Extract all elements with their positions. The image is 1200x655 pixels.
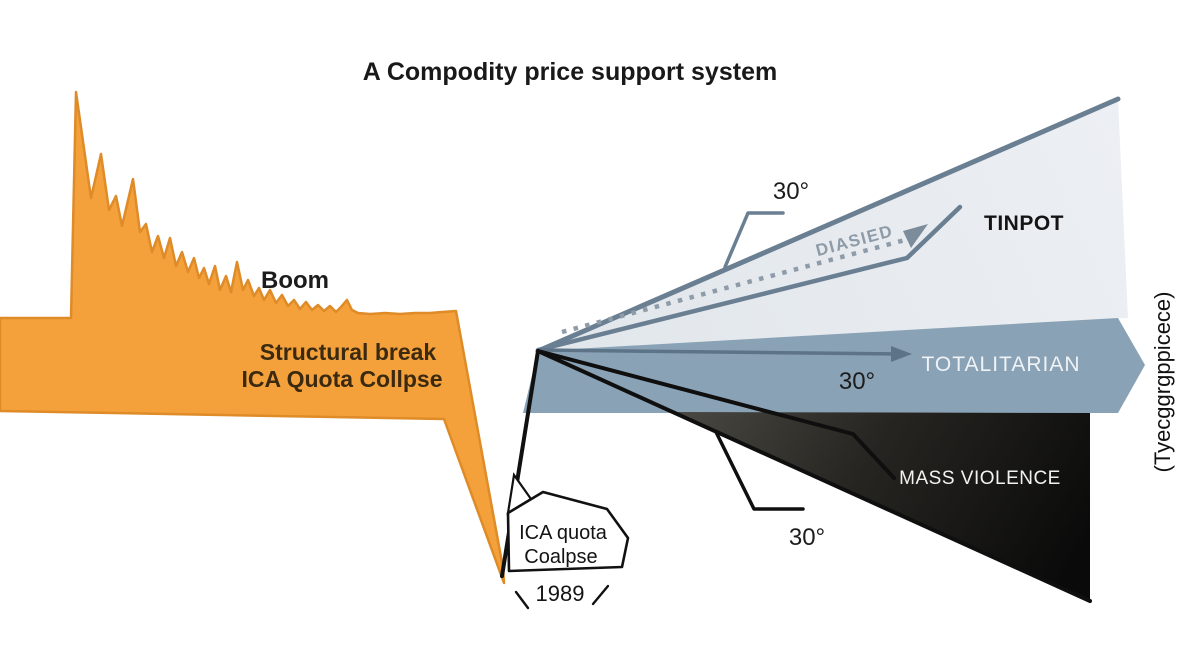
year-right-tick <box>591 584 610 606</box>
fan-top-edge <box>535 96 1121 354</box>
mid-angle-label: 30° <box>839 368 875 395</box>
structural-break-label-line1: Structural break <box>260 339 437 365</box>
bottom-angle-leader <box>714 430 805 511</box>
mass-violence-label: MASS VIOLENCE <box>899 468 1061 489</box>
callout-bubble <box>506 490 630 573</box>
boom-label: Boom <box>261 267 329 294</box>
mass-violence-pointer-line <box>536 349 896 480</box>
top-angle-label: 30° <box>773 178 809 205</box>
side-axis-label: (Tyecggrgppicece) <box>1150 292 1175 473</box>
totalitarian-arrowhead-icon <box>891 346 912 362</box>
top-angle-leader <box>723 211 785 269</box>
bottom-angle-label: 30° <box>789 524 825 551</box>
fan-bottom-edge <box>536 349 1092 603</box>
year-label: 1989 <box>536 581 585 606</box>
totalitarian-arrow <box>537 348 897 356</box>
price-area <box>0 90 506 585</box>
diasied-arrowhead-icon <box>903 224 928 248</box>
bubble-label-line2: Coalpse <box>524 546 597 568</box>
diagram-title: A Compodity price support system <box>363 58 777 86</box>
structural-break-label-line2: ICA Quota Collpse <box>241 366 442 392</box>
bubble-label-line1: ICA quota <box>519 522 608 544</box>
year-left-tick <box>514 590 530 610</box>
totalitarian-label: TOTALITARIAN <box>921 353 1080 376</box>
tinpot-label: TINPOT <box>984 212 1064 235</box>
tinpot-pointer-line <box>535 204 963 353</box>
